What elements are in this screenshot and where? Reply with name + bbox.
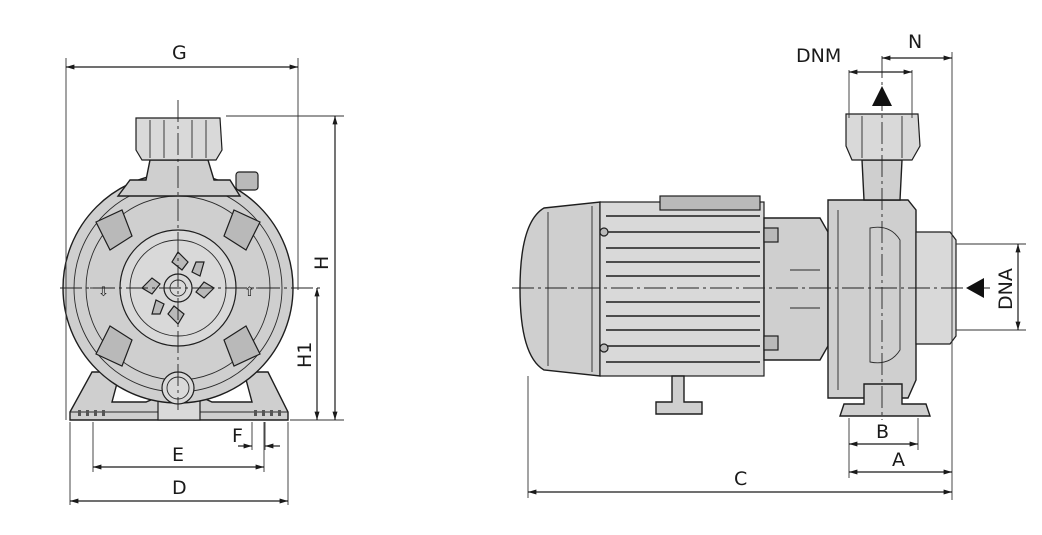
impeller-vanes [141, 251, 215, 325]
pump-casing [827, 199, 917, 399]
label-e: E [172, 444, 184, 466]
label-c: C [734, 468, 747, 490]
discharge-nut-side [845, 113, 921, 161]
casing-ribs [90, 209, 266, 367]
label-h: H [311, 256, 333, 270]
terminal-box [659, 195, 761, 211]
flow-arrow-right-icon: ⇧ [244, 285, 255, 300]
discharge-neck [116, 159, 242, 197]
motor-fins [606, 215, 760, 363]
flow-arrow-left-icon: ⇩ [98, 285, 109, 300]
suction-flow-arrow-icon [966, 278, 984, 298]
motor-body [599, 201, 765, 377]
label-dnm: DNM [796, 45, 841, 67]
label-f: F [232, 425, 243, 447]
pump-foot [839, 383, 931, 417]
label-g: G [172, 42, 187, 64]
label-b: B [876, 421, 889, 443]
side-dimensions: DNM N DNA B A C [527, 31, 1026, 500]
label-n: N [908, 31, 922, 53]
side-view [512, 56, 990, 420]
label-h1: H1 [294, 342, 316, 368]
discharge-nut [135, 117, 223, 161]
label-a: A [892, 449, 905, 471]
label-d: D [172, 477, 187, 499]
discharge-flow-arrow-icon [872, 86, 892, 106]
foot-slots [78, 410, 281, 416]
motor-end-cap [519, 201, 601, 377]
priming-plug [235, 171, 259, 191]
label-dna: DNA [995, 268, 1017, 310]
motor-foot [655, 375, 703, 415]
front-view: ⇩ ⇧ [60, 100, 320, 421]
front-dimensions: G H H1 D E F [65, 42, 344, 505]
